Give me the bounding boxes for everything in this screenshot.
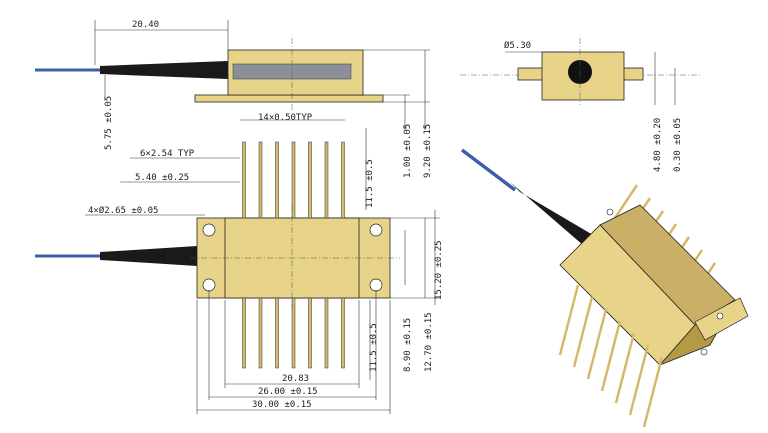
pin-bottom <box>258 297 263 369</box>
pin-top <box>291 141 296 219</box>
fiber-boot-top <box>100 61 228 79</box>
pin-3d-bottom <box>586 308 608 380</box>
dim-body-length: 20.83 <box>282 374 309 384</box>
mount-hole-tr <box>369 223 383 237</box>
pin-bottom <box>242 297 246 369</box>
dim-flange-width-v: 12.70 ±0.15 <box>424 312 434 372</box>
flange-3d <box>694 297 749 341</box>
pin-top <box>242 141 246 219</box>
pins-bottom <box>242 297 345 369</box>
pin-bottom <box>308 297 312 369</box>
pin-top <box>258 141 263 219</box>
pin-top <box>275 141 279 219</box>
pin-3d-bottom <box>614 332 636 404</box>
dim-pin-length-top: 11.5 ±0.5 <box>365 159 375 208</box>
dim-hole-spacing-h: 26.00 ±0.15 <box>258 387 318 397</box>
pin-top <box>308 141 312 219</box>
dim-side-offset: 0.30 ±0.05 <box>673 118 683 172</box>
dim-body-height: 9.20 ±0.15 <box>423 124 433 178</box>
dim-flange-length: 30.00 ±0.15 <box>252 400 312 410</box>
pin-3d-bottom <box>628 344 650 416</box>
dim-pin-pitch-total: 14×0.50TYP <box>258 113 313 123</box>
pin-top <box>341 141 345 219</box>
pins-top <box>242 141 345 219</box>
dim-side-height: 4.80 ±0.20 <box>653 118 663 172</box>
dim-base-thickness: 1.00 ±0.05 <box>403 124 413 178</box>
pin-bottom <box>324 297 329 369</box>
fiber-cable-3d <box>460 148 517 192</box>
plan-view: 14×0.50TYP 6×2.54 TYP 5.40 ±0.25 4×Ø2.65… <box>35 113 444 414</box>
mount-hole-bl <box>202 278 216 292</box>
pin-3d-top <box>613 184 639 219</box>
dim-pin-pitch: 6×2.54 TYP <box>140 149 195 159</box>
pin-top <box>324 141 329 219</box>
dim-hole-diameter: 4×Ø2.65 ±0.05 <box>88 205 158 216</box>
pin-bottom <box>275 297 279 369</box>
dim-pin-length-bottom: 11.5 ±0.5 <box>369 323 379 372</box>
dim-fiber-length: 20.40 <box>132 20 159 30</box>
mount-hole-tl <box>202 223 216 237</box>
fiber-boot-3d <box>510 182 610 258</box>
dim-fiber-diameter: Ø5.30 <box>504 40 531 51</box>
pin-3d-bottom <box>572 296 594 368</box>
dim-pin-offset: 5.40 ±0.25 <box>135 173 189 183</box>
pin-bottom <box>291 297 296 369</box>
pin-3d-bottom <box>642 356 664 428</box>
isometric-view <box>460 148 749 428</box>
dim-mount-width: 15.20 ±0.25 <box>434 240 444 300</box>
pins-3d-bottom <box>558 284 664 428</box>
dim-hole-spacing-v: 8.90 ±0.15 <box>403 318 413 372</box>
pin-bottom <box>341 297 345 369</box>
side-elevation-view: 20.40 5.75 ±0.05 1.00 ±0.05 9.20 ±0.15 <box>35 20 433 178</box>
end-view: Ø5.30 4.80 ±0.20 0.30 ±0.05 <box>460 38 700 172</box>
base-plate-top <box>194 94 384 103</box>
mount-hole-br <box>369 278 383 292</box>
pin-3d-bottom <box>600 320 622 392</box>
fiber-boot-plan <box>100 244 228 268</box>
pin-3d-bottom <box>558 284 580 356</box>
dim-height-offset: 5.75 ±0.05 <box>104 96 114 150</box>
